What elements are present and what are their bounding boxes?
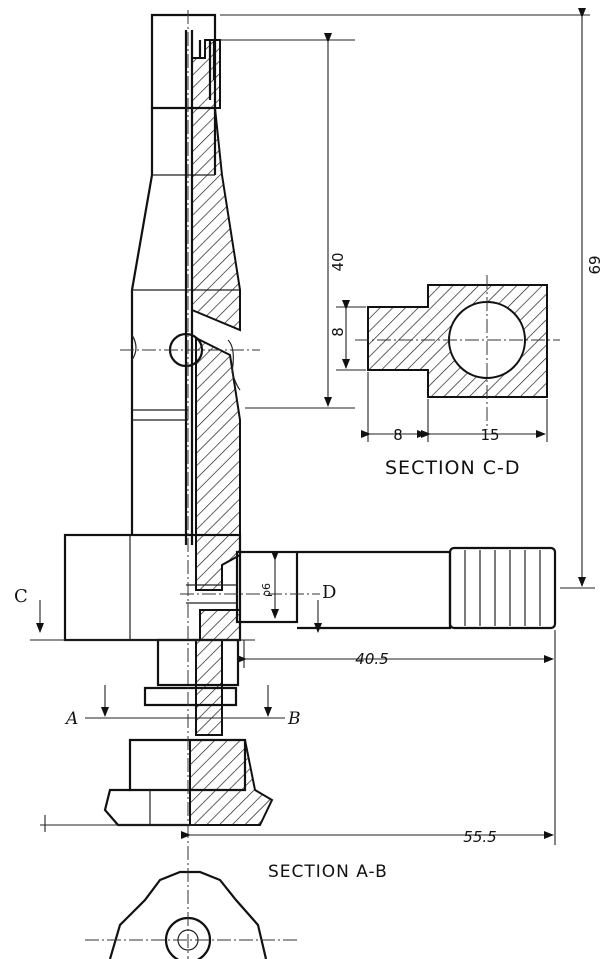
- label-a: A: [64, 709, 78, 729]
- label-b: B: [287, 709, 301, 729]
- dim-55-5: 55.5: [463, 828, 496, 846]
- dim-8-vertical: 8: [329, 327, 347, 337]
- section-cd-title: SECTION C-D: [385, 457, 521, 479]
- upper-section-hatch: [168, 39, 241, 536]
- dim-6: ρ6: [260, 583, 273, 597]
- label-d: D: [322, 582, 336, 603]
- dim-40-5: 40.5: [355, 650, 388, 668]
- section-cd-view: [355, 275, 560, 430]
- dim-15: 15: [480, 426, 499, 444]
- section-ab-title: SECTION A-B: [268, 862, 388, 882]
- cross-block: [63, 533, 557, 642]
- dim-40: 40: [329, 252, 347, 271]
- label-c: C: [14, 586, 28, 607]
- dim-8-horizontal: 8: [393, 426, 403, 444]
- dim-69: 69: [586, 255, 604, 274]
